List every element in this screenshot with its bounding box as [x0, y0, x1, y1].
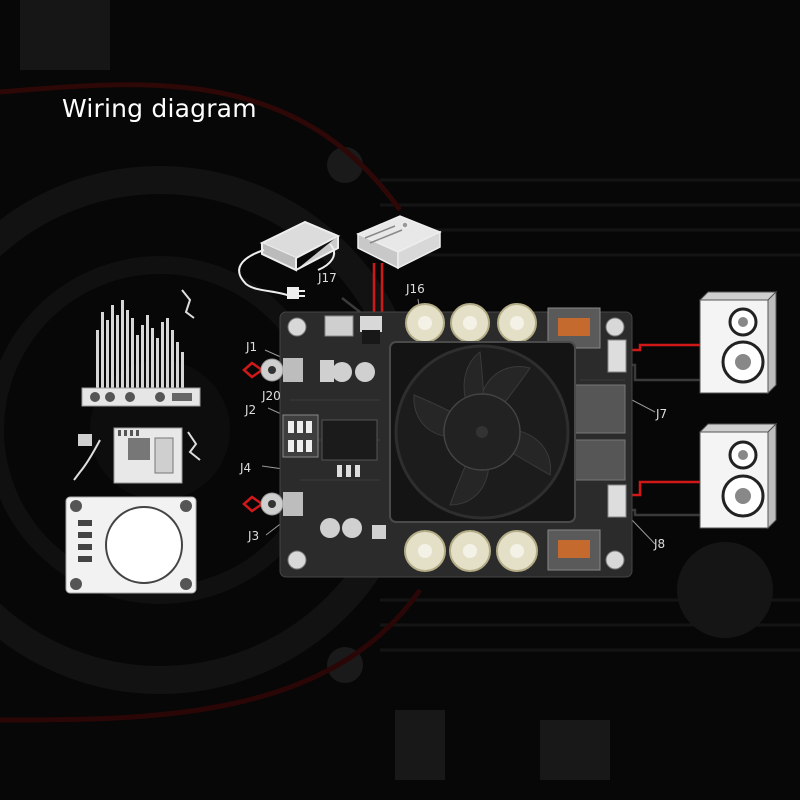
inductor-icon: [547, 307, 601, 571]
capacitor-icon: [404, 530, 538, 572]
amplifier-board-icon: [260, 303, 633, 578]
power-supply-icon: [356, 215, 442, 270]
speaker-icon: [698, 422, 778, 530]
label-j3: J3: [248, 529, 260, 543]
label-j16: J16: [406, 282, 425, 296]
rca-jack-icon: [260, 358, 303, 516]
label-j4: J4: [240, 461, 252, 475]
label-j2: J2: [245, 403, 257, 417]
diagram-title: Wiring diagram: [62, 94, 257, 123]
capacitor-icon: [405, 303, 537, 343]
power-adapter-icon: [238, 220, 341, 299]
label-j1: J1: [246, 340, 258, 354]
bluetooth-module-icon: [73, 427, 201, 484]
label-j17: J17: [318, 271, 337, 285]
label-j20: J20: [262, 389, 281, 403]
label-j8: J8: [654, 537, 666, 551]
knob-module-icon: [65, 496, 197, 594]
equalizer-module-icon: [81, 289, 201, 407]
speaker-icon: [698, 290, 778, 395]
label-j7: J7: [656, 407, 668, 421]
cooling-fan-icon: [389, 341, 576, 523]
